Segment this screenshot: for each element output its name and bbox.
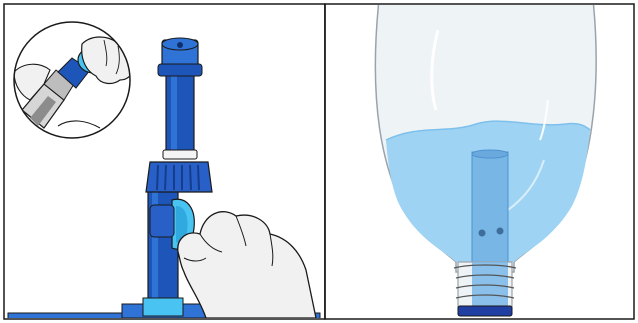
lower-cyan-sleeve (142, 297, 184, 317)
collar-ribs (156, 164, 200, 191)
liquid-surface (385, 120, 591, 141)
top-cap-band (157, 63, 203, 77)
tube-hole-2 (496, 227, 504, 235)
neck-band (457, 305, 513, 317)
inset-hose (57, 120, 101, 129)
finger-line-2 (235, 215, 247, 247)
inset-circle-border (13, 21, 131, 139)
finger-line-1 (199, 233, 223, 253)
thumb-line (183, 257, 207, 262)
inset-finger-line-2 (115, 45, 120, 75)
side-clip-shade (176, 206, 188, 243)
right-panel (374, 5, 597, 317)
neck-threads (453, 264, 517, 299)
left-panel (7, 21, 321, 318)
finger-line-3 (269, 233, 274, 267)
clip-bracket (149, 204, 175, 238)
inner-tube-top (471, 149, 509, 159)
top-cap-hole (177, 42, 183, 48)
inner-tube (471, 151, 509, 271)
inset-detail (14, 36, 130, 129)
upper-tube (165, 71, 195, 155)
glass-highlight-1 (430, 29, 440, 111)
lower-tube-highlight (152, 190, 158, 310)
upper-tube-highlight (171, 76, 177, 150)
white-ring (162, 149, 198, 160)
ribbed-collar (145, 161, 213, 193)
inset-finger-line-1 (103, 39, 108, 67)
inset-hand-left (14, 63, 51, 101)
tube-hole-1 (478, 229, 486, 237)
glass-highlight-2 (539, 99, 549, 141)
glass-highlight-3 (507, 159, 545, 211)
metal-fitting-dark (30, 96, 56, 126)
